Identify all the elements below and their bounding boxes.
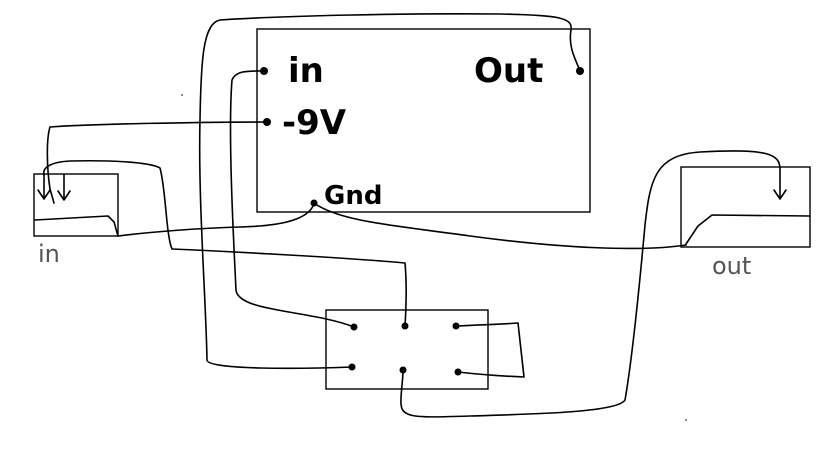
output-jack-box — [680, 166, 811, 248]
effect-module: in Out -9V Gnd — [256, 28, 591, 213]
wire-gnd-to-input-jack — [117, 202, 315, 237]
effect-module-box — [256, 28, 591, 213]
wire-gnd-to-output-jack — [313, 202, 687, 250]
module-9v-label: -9V — [282, 103, 347, 143]
footswitch — [325, 309, 489, 390]
input-jack-box — [33, 173, 119, 237]
module-gnd-label: Gnd — [324, 181, 382, 211]
output-jack-tip-arrow-icon — [773, 167, 787, 200]
wire-input-jack-to-switch — [42, 159, 407, 327]
wires — [42, 13, 781, 418]
input-jack-tip-arrow-icon — [37, 174, 51, 200]
output-jack-label: out — [712, 252, 751, 280]
stray-mark — [685, 419, 687, 421]
input-jack-ring-arrow-icon — [57, 174, 71, 201]
output-jack-sleeve-line — [685, 214, 811, 245]
wire-switch-jumper — [455, 322, 525, 378]
stray-mark — [181, 94, 183, 96]
input-jack-label: in — [38, 240, 60, 268]
input-jack: in — [33, 173, 119, 268]
wire-9v-to-input-jack — [46, 121, 268, 204]
wire-module-out-loop — [198, 13, 581, 370]
footswitch-box — [325, 309, 489, 390]
input-jack-sleeve-line — [34, 215, 119, 237]
wire-module-in-to-switch — [229, 70, 355, 328]
output-jack: out — [680, 166, 811, 280]
module-out-label: Out — [474, 51, 543, 91]
module-in-label: in — [288, 51, 324, 91]
wire-output-jack-to-switch — [400, 150, 781, 418]
